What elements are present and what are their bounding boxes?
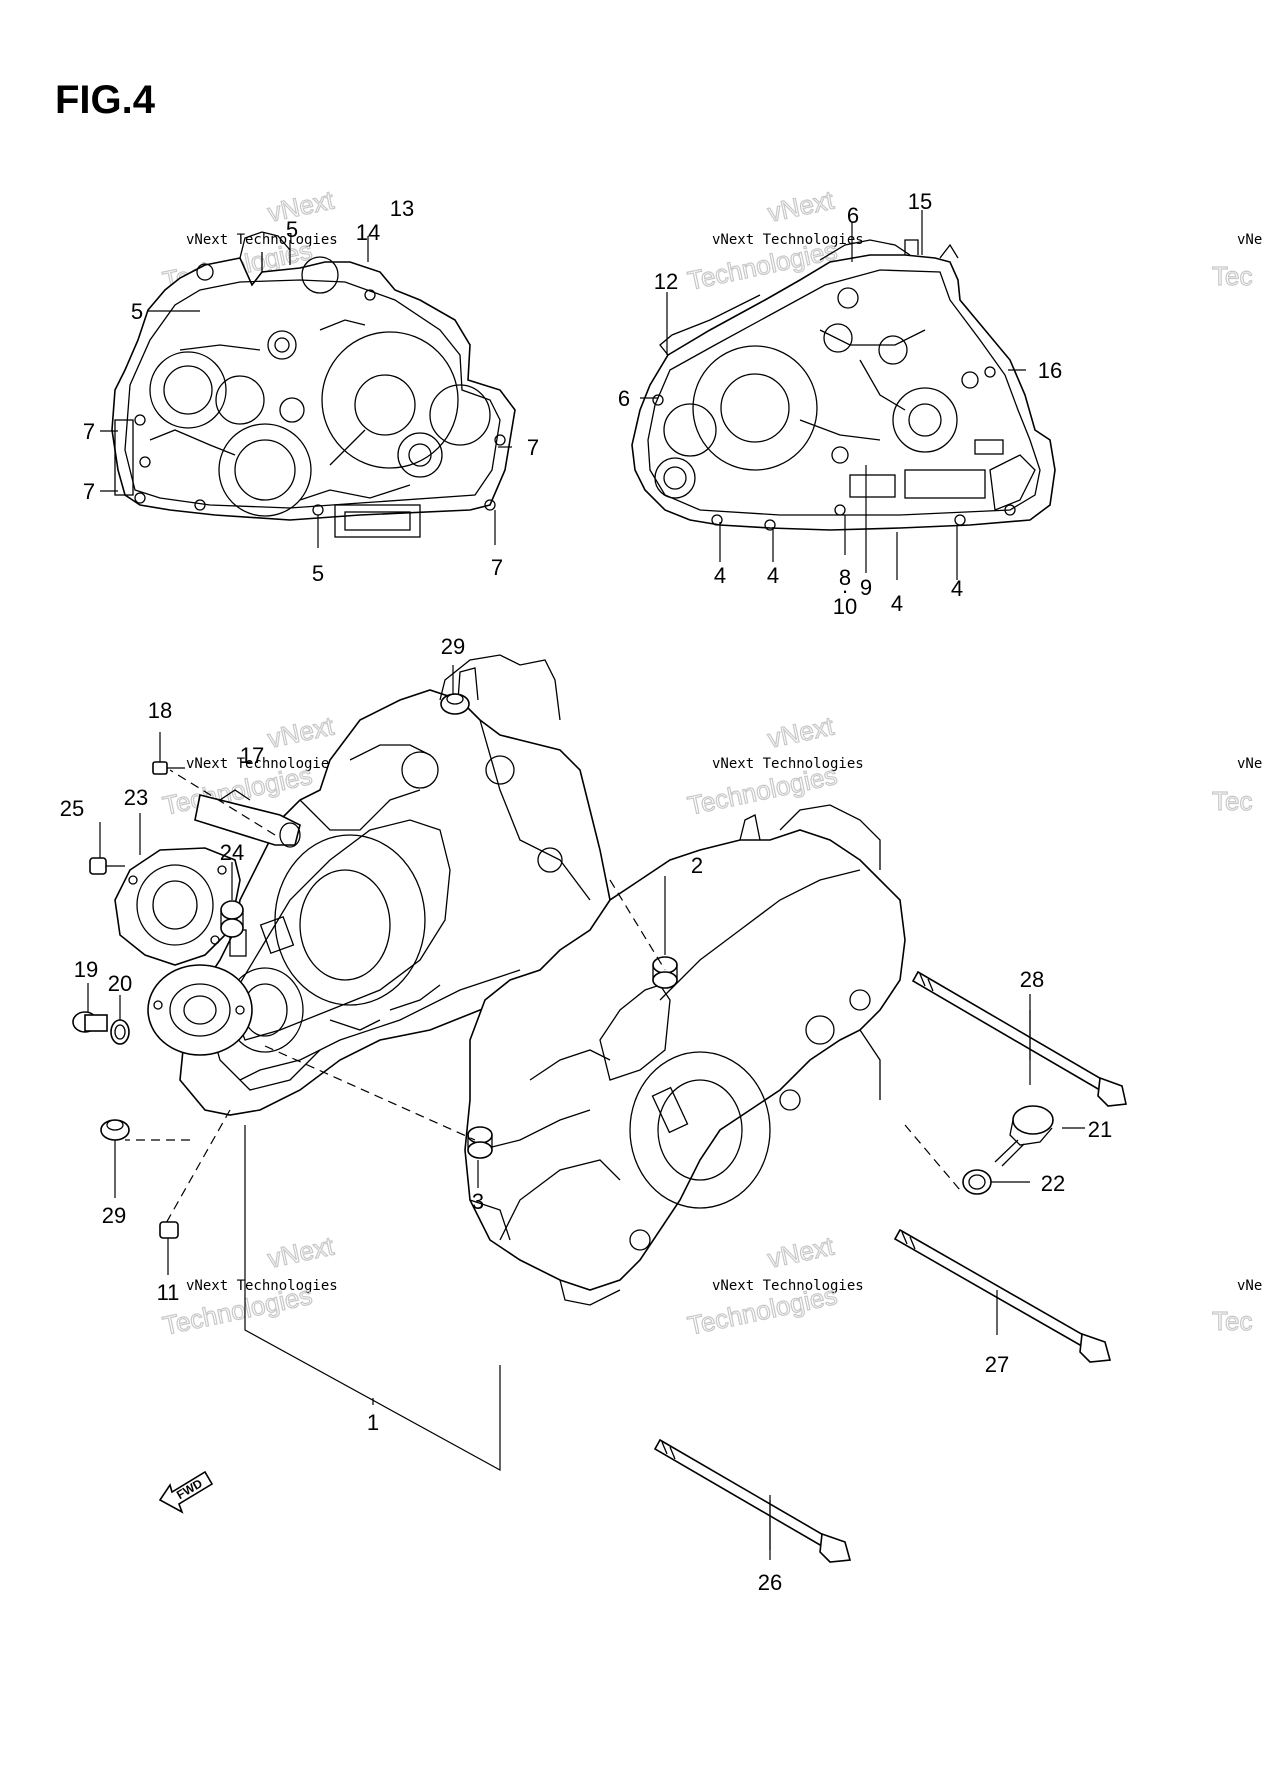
callout-4-c: 4	[891, 591, 903, 616]
watermark-word-partial: Tec	[1212, 261, 1252, 291]
watermark-caption-partial: vNe	[1237, 756, 1262, 772]
callout-17: 17	[240, 743, 264, 768]
watermark-caption: vNext Technologies	[712, 756, 864, 772]
cap-29-lower	[100, 1119, 130, 1141]
assembly-line	[609, 879, 666, 971]
callout-5-bottom: 5	[312, 561, 324, 586]
callout-7-left-upper: 7	[83, 419, 95, 444]
watermark-caption: vNext Technologies	[712, 232, 864, 248]
callout-6-left: 6	[618, 386, 630, 411]
watermark-mid-right: vNe Tec	[1211, 756, 1262, 817]
watermark-caption: vNext Technologies	[186, 756, 338, 772]
watermark-low-left: vNext vNext Technologies Technologies	[159, 1230, 338, 1342]
long-bolt-26	[653, 1438, 852, 1563]
callout-4-a: 4	[714, 563, 726, 588]
callout-9: 9	[860, 575, 872, 600]
callout-29-top: 29	[441, 634, 465, 659]
callout-14: 14	[356, 220, 380, 245]
callout-1: 1	[367, 1410, 379, 1435]
callout-18: 18	[148, 698, 172, 723]
watermark-low-center: vNext vNext Technologies Technologies	[684, 1230, 864, 1342]
callout-3: 3	[472, 1189, 484, 1214]
watermark-caption: vNext Technologies	[186, 232, 338, 248]
watermark-brand: vNext	[765, 185, 837, 228]
callout-27: 27	[985, 1352, 1009, 1377]
figure-title: FIG.4	[55, 78, 156, 122]
dowel-pin-24	[220, 900, 244, 938]
o-ring-22	[962, 1169, 992, 1195]
callout-7-right: 7	[527, 435, 539, 460]
callout-8: 8	[839, 565, 851, 590]
callout-13: 13	[390, 196, 414, 221]
assembly-line	[264, 1045, 476, 1141]
callout-11: 11	[157, 1280, 180, 1305]
callout-5-left: 5	[131, 299, 143, 324]
watermark-brand: vNext	[265, 711, 337, 754]
callout-16: 16	[1038, 358, 1062, 383]
callout-21: 21	[1088, 1117, 1112, 1142]
callout-28: 28	[1020, 967, 1044, 992]
callout-dot: ·	[841, 578, 848, 603]
watermark-brand: vNext	[265, 185, 337, 228]
callout-25: 25	[60, 796, 84, 821]
cap-29-upper	[440, 693, 470, 715]
watermark-brand: vNext	[765, 711, 837, 754]
watermark-brand: vNext	[265, 1231, 337, 1274]
assembly-line	[164, 1109, 231, 1226]
oil-pump-cover	[114, 847, 241, 966]
callout-2: 2	[691, 853, 703, 878]
callout-12: 12	[654, 269, 678, 294]
watermark-caption: vNext Technologies	[186, 1278, 338, 1294]
callout-labels: 13 14 5 5 7 7 7 5 7 6 15 12 6 16 4 4 8 ·…	[60, 189, 1112, 1595]
breather-pipe	[194, 789, 301, 848]
watermark-caption-partial: vNe	[1237, 1278, 1262, 1294]
crankcase-left-half-inner-view	[111, 231, 516, 538]
long-bolt-27	[893, 1228, 1112, 1363]
leader-lines	[87, 210, 1085, 1560]
callout-7-bottom: 7	[491, 555, 503, 580]
watermark-low-right: vNe Tec	[1211, 1278, 1262, 1337]
crankcase-left-exploded	[179, 654, 611, 1116]
callout-26: 26	[758, 1570, 782, 1595]
watermark-word-partial: Tec	[1212, 1306, 1252, 1336]
watermark-mid-center: vNext vNext Technologies Technologies	[684, 710, 864, 822]
callout-24: 24	[220, 840, 244, 865]
gasket-20	[110, 1019, 130, 1045]
watermark-caption-partial: vNe	[1237, 232, 1262, 248]
watermark-caption: vNext Technologies	[712, 1278, 864, 1294]
long-bolt-28	[911, 970, 1127, 1107]
oil-seal-flange	[147, 964, 253, 1056]
crankcase-right-half-inner-view	[631, 239, 1056, 531]
drain-plug-19	[72, 1011, 108, 1033]
watermark-brand: vNext	[765, 1231, 837, 1274]
callout-6-top: 6	[847, 203, 859, 228]
crankcase-right-exploded	[464, 804, 906, 1306]
assembly-line	[169, 769, 276, 836]
callout-23: 23	[124, 785, 148, 810]
callout-7-left-lower: 7	[83, 479, 95, 504]
bolt-18	[152, 761, 185, 775]
oil-filler-cap-21	[994, 1105, 1054, 1167]
callout-29-bottom: 29	[102, 1203, 126, 1228]
callout-4-b: 4	[767, 563, 779, 588]
callout-19: 19	[74, 957, 98, 982]
watermark-top-right: vNe Tec	[1211, 232, 1262, 292]
watermark-word-partial: Tec	[1212, 786, 1252, 816]
callout-5-top: 5	[286, 217, 298, 242]
fwd-arrow-icon: FWD	[158, 1470, 214, 1514]
callout-22: 22	[1041, 1171, 1065, 1196]
bolt-25	[89, 857, 125, 875]
callout-10: 10	[833, 594, 857, 619]
callout-4-d: 4	[951, 576, 963, 601]
plug-11	[159, 1221, 179, 1239]
callout-20: 20	[108, 971, 132, 996]
assembly-line	[904, 1124, 961, 1191]
callout-15: 15	[908, 189, 932, 214]
